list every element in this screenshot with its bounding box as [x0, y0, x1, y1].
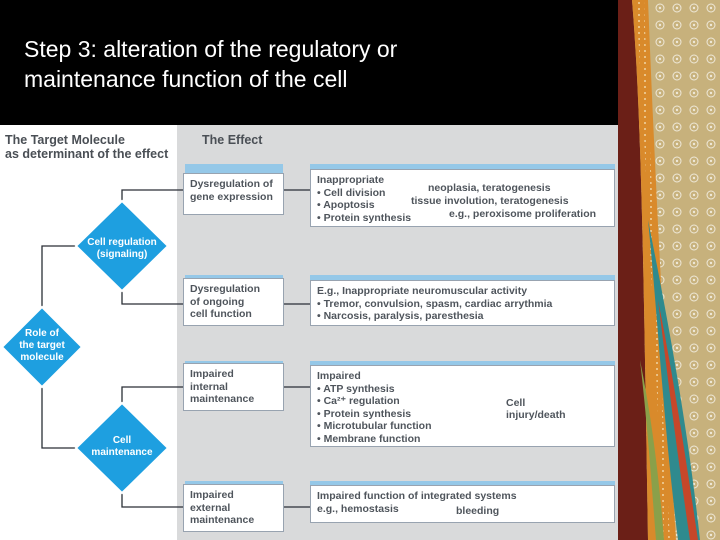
effect-1-label-line-2: gene expression — [190, 190, 273, 203]
effect-2-label-box: Dysregulation of ongoing cell function — [183, 278, 284, 326]
target-molecule-header: The Target Molecule as determinant of th… — [5, 133, 168, 161]
diamond-root-label-line-1: Role of — [25, 328, 59, 339]
effect-4-label-line-2: external — [190, 501, 231, 514]
effect-1-detail-line-2: • Cell division — [317, 186, 386, 199]
effect-3-detail-box: Impaired • ATP synthesis • Ca²⁺ regulati… — [310, 365, 615, 447]
effect-1-label-box: Dysregulation of gene expression — [183, 173, 284, 215]
effect-2-label-line-1: Dysregulation — [190, 283, 261, 295]
effect-3-detail-line-1: Impaired — [317, 370, 361, 382]
diamond-regulation-label-line-1: Cell regulation — [87, 237, 157, 248]
effect-1-detail-box: Inappropriate • Cell division • Apoptosi… — [310, 169, 615, 227]
decorative-side-panel — [618, 0, 720, 540]
effect-3-detail-line-3: • Ca²⁺ regulation — [317, 395, 400, 407]
effect-4-detail-box: Impaired function of integrated systems … — [310, 485, 615, 523]
effect-3-label-line-3: maintenance — [190, 393, 255, 405]
effect-1-outcome-2: tissue involution, teratogenesis — [411, 195, 569, 207]
diamond-maintenance-label-line-2: maintenance — [91, 447, 153, 458]
slide-title-area: Step 3: alteration of the regulatory or … — [0, 0, 618, 125]
effect-1-detail-line-4: • Protein synthesis — [317, 211, 412, 224]
effect-1-label-line-1: Dysregulation of — [190, 178, 273, 190]
diamond-maintenance-label: Cell maintenance — [76, 435, 168, 459]
effect-3-label-box: Impaired internal maintenance — [183, 363, 284, 411]
decorative-pattern-graphic — [618, 0, 720, 540]
target-molecule-header-line-2: as determinant of the effect — [5, 147, 169, 161]
effect-1-detail-line-3: • Apoptosis — [317, 199, 375, 211]
connector-graphic — [0, 182, 499, 516]
toxicology-diagram: The Target Molecule as determinant of th… — [0, 125, 618, 540]
diamond-root-shape — [0, 305, 84, 389]
slide-title-line-1: Step 3: alteration of the regulatory or — [24, 36, 398, 62]
effect-3-outcome-line-2: injury/death — [506, 409, 566, 421]
effect-3-outcome-line-1: Cell — [506, 397, 526, 409]
effect-4-label-box: Impaired external maintenance — [183, 484, 284, 532]
connector-root-to-maintenance — [41, 376, 79, 449]
diamond-regulation-label: Cell regulation (signaling) — [76, 237, 168, 261]
diamond-root-label: Role of the target molecule — [2, 328, 82, 364]
effect-4-detail-line-2: e.g., hemostasis — [317, 502, 399, 515]
effect-3-label-line-1: Impaired — [190, 368, 234, 380]
effect-3-detail-line-5: • Microtubular function — [317, 420, 432, 432]
effect-3-outcome: Cell injury/death — [506, 397, 566, 421]
diamond-root-label-line-2: the target — [19, 340, 65, 351]
effect-3-detail-line-2: • ATP synthesis — [317, 382, 395, 395]
effect-2-detail-box: E.g., Inappropriate neuromuscular activi… — [310, 280, 615, 326]
effect-3-detail-line-6: • Membrane function — [317, 432, 421, 445]
effect-1-outcome-1: neoplasia, teratogenesis — [428, 182, 551, 194]
effect-2-detail-line-2: • Tremor, convulsion, spasm, cardiac arr… — [317, 297, 553, 310]
effect-3-detail-line-4: • Protein synthesis — [317, 407, 412, 420]
effect-4-detail-line-1: Impaired function of integrated systems — [317, 490, 517, 502]
diamond-maintenance-label-line-1: Cell — [112, 435, 132, 446]
diamond-regulation-label-line-2: (signaling) — [96, 249, 148, 260]
effect-4-outcome: bleeding — [456, 505, 500, 517]
diamond-regulation-shape — [74, 199, 170, 293]
effect-4-label-line-3: maintenance — [190, 514, 255, 526]
effect-2-detail-line-1: E.g., Inappropriate neuromuscular activi… — [317, 285, 528, 297]
effect-2-detail-line-3: • Narcosis, paralysis, paresthesia — [317, 310, 484, 322]
diamond-maintenance-shape — [74, 401, 170, 495]
effect-2-label-line-3: cell function — [190, 308, 252, 320]
effect-3-label-line-2: internal — [190, 380, 228, 393]
effect-header: The Effect — [202, 133, 263, 147]
target-molecule-header-line-1: The Target Molecule — [5, 133, 125, 147]
effect-1-detail-line-1: Inappropriate — [317, 174, 385, 186]
diamond-root-label-line-3: molecule — [20, 352, 64, 363]
slide-title-line-2: maintenance function of the cell — [24, 66, 348, 92]
effect-4-label-line-1: Impaired — [190, 489, 234, 501]
effect-2-label-line-2: of ongoing — [190, 295, 245, 308]
effect-1-outcome-3: e.g., peroxisome proliferation — [449, 208, 597, 220]
